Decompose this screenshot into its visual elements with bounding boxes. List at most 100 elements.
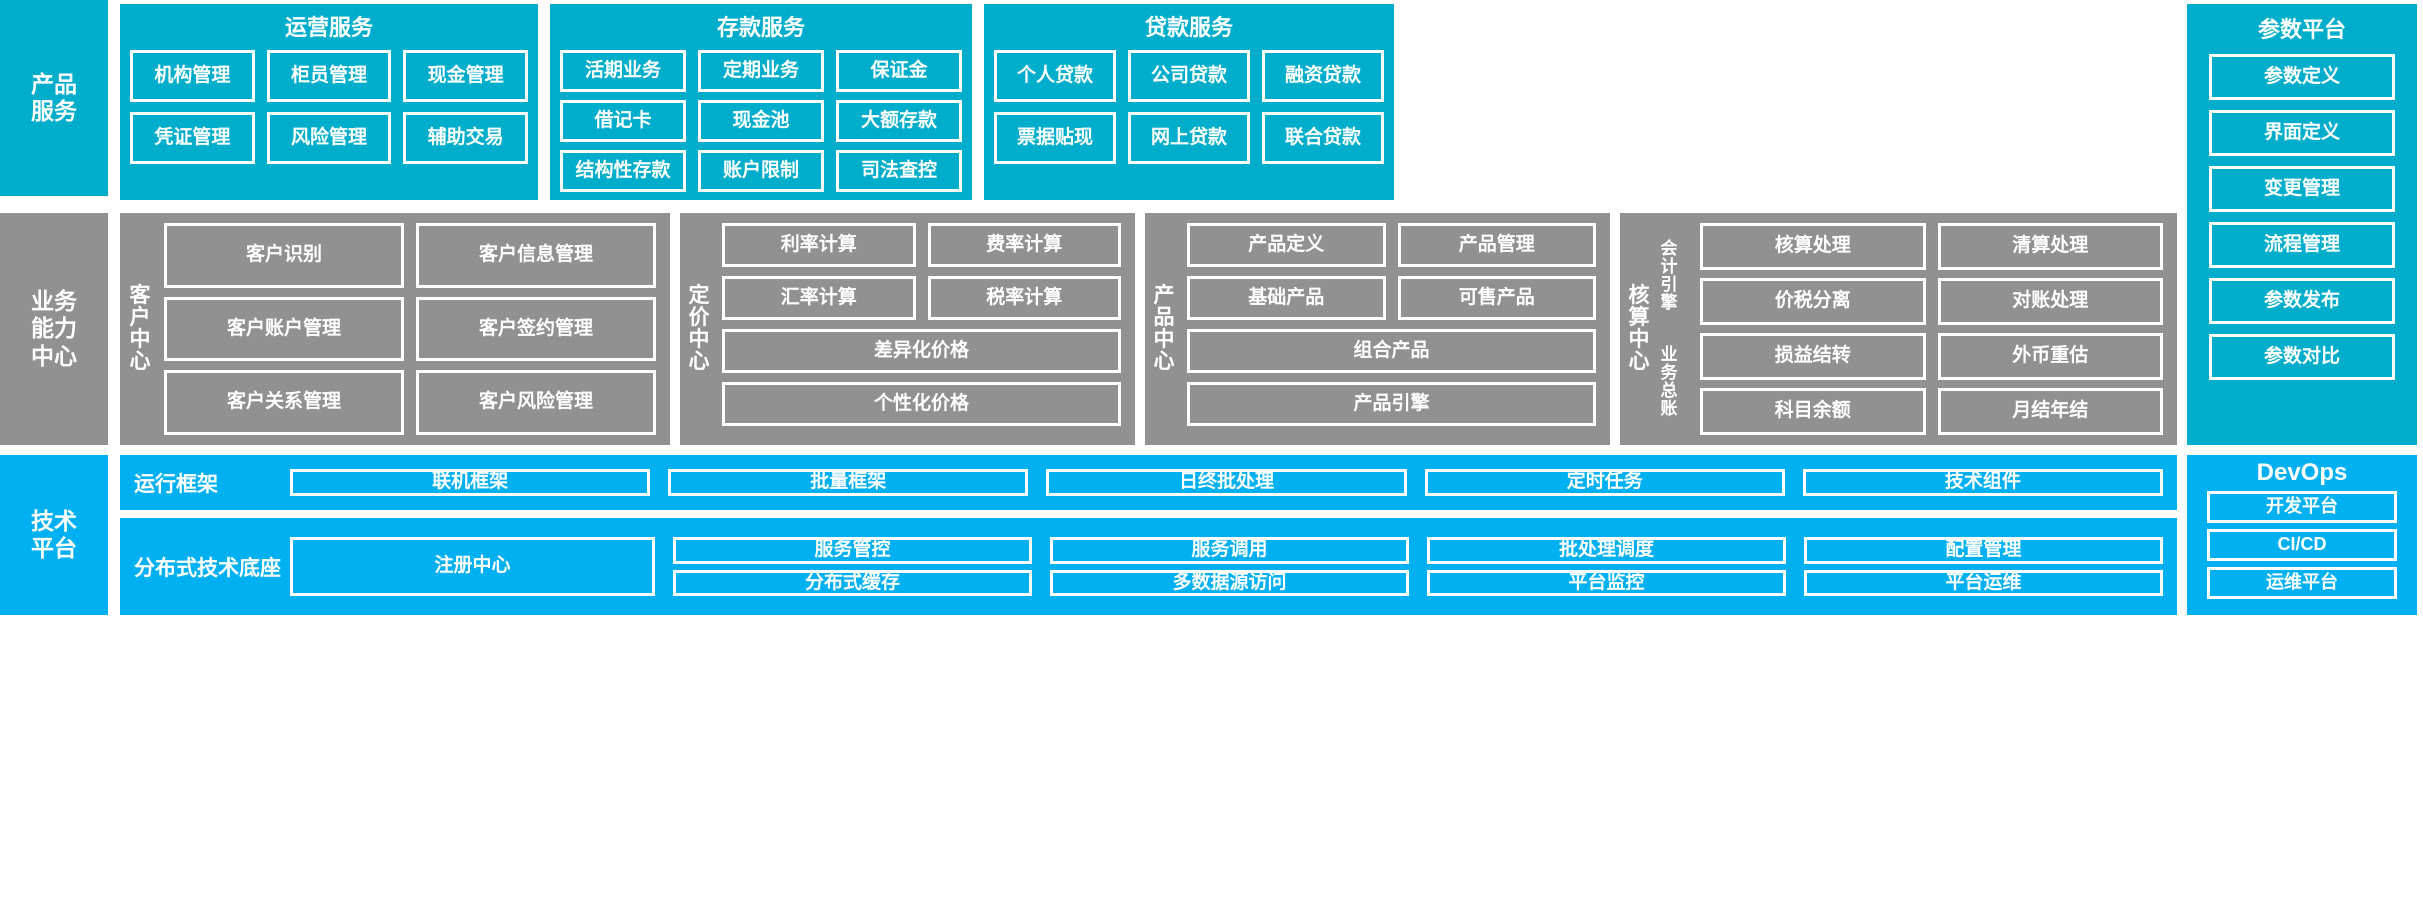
tile-month-year-end-closing[interactable]: 月结年结 [1937, 388, 2163, 435]
tile-ops-platform[interactable]: 运维平台 [2207, 567, 2397, 599]
tile-interface-definition[interactable]: 界面定义 [2209, 110, 2395, 156]
tile-corporate-loan[interactable]: 公司贷款 [1128, 50, 1250, 102]
center-product-title: 产品中心 [1153, 283, 1175, 374]
tile-batch-scheduling[interactable]: 批处理调度 [1427, 536, 1786, 564]
tile-interest-rate-calc[interactable]: 利率计算 [722, 223, 916, 267]
row-label-product-service-text: 产品 服务 [31, 70, 77, 124]
center-pricing-title: 定价中心 [688, 283, 710, 374]
tile-base-product[interactable]: 基础产品 [1187, 276, 1386, 320]
subgroup-accounting-engine-title: 会计引擎 [1660, 239, 1678, 312]
center-customer: 客户中心 客户识别 客户信息管理 客户账户管理 客户签约管理 客户关系管理 客户… [120, 213, 670, 445]
tile-settlement-processing[interactable]: 清算处理 [1937, 223, 2163, 270]
tech-row-runtime-framework: 运行框架 联机框架 批量框架 日终批处理 定时任务 技术组件 [120, 455, 2177, 510]
tile-product-engine[interactable]: 产品引擎 [1187, 382, 1596, 426]
tile-cash-management[interactable]: 现金管理 [403, 50, 528, 102]
tile-platform-operations[interactable]: 平台运维 [1804, 569, 2163, 597]
tile-customer-risk-management[interactable]: 客户风险管理 [416, 370, 656, 435]
tile-large-deposit[interactable]: 大额存款 [836, 100, 962, 142]
tile-process-management[interactable]: 流程管理 [2209, 222, 2395, 268]
panel-parameter-platform-title: 参数平台 [2257, 17, 2346, 42]
tile-parameter-release[interactable]: 参数发布 [2209, 278, 2395, 324]
tile-teller-management[interactable]: 柜员管理 [266, 50, 392, 102]
group-operation-service-title: 运营服务 [284, 15, 373, 40]
tile-product-management[interactable]: 产品管理 [1397, 223, 1596, 267]
tile-reconciliation-processing[interactable]: 对账处理 [1937, 278, 2163, 325]
tile-composite-product[interactable]: 组合产品 [1187, 329, 1596, 373]
tile-demand-deposit[interactable]: 活期业务 [560, 50, 686, 92]
tile-exchange-rate-calc[interactable]: 汇率计算 [722, 276, 916, 320]
tile-ci-cd[interactable]: CI/CD [2207, 529, 2397, 561]
tile-customer-account-management[interactable]: 客户账户管理 [164, 296, 404, 362]
tile-customer-relation-management[interactable]: 客户关系管理 [164, 370, 404, 435]
tile-syndicated-loan[interactable]: 联合贷款 [1262, 112, 1384, 164]
tile-customer-identification[interactable]: 客户识别 [164, 223, 404, 288]
tile-distributed-cache[interactable]: 分布式缓存 [673, 569, 1032, 597]
group-deposit-service: 存款服务 活期业务 定期业务 保证金 借记卡 现金池 大额存款 结构性存款 账户… [550, 4, 972, 200]
tile-price-tax-separation[interactable]: 价税分离 [1700, 278, 1926, 325]
tile-technical-component[interactable]: 技术组件 [1802, 469, 2164, 496]
tile-scheduled-task[interactable]: 定时任务 [1424, 469, 1785, 496]
tile-sellable-product[interactable]: 可售产品 [1397, 276, 1596, 320]
tile-parameter-comparison[interactable]: 参数对比 [2209, 334, 2395, 380]
tile-service-invocation[interactable]: 服务调用 [1050, 536, 1409, 564]
tile-foreign-currency-revaluation[interactable]: 外币重估 [1937, 333, 2163, 380]
tile-differentiated-price[interactable]: 差异化价格 [722, 329, 1121, 373]
group-operation-service: 运营服务 机构管理 柜员管理 现金管理 凭证管理 风险管理 辅助交易 [120, 4, 538, 200]
tile-multi-datasource-access[interactable]: 多数据源访问 [1050, 569, 1409, 597]
tile-auxiliary-transaction[interactable]: 辅助交易 [403, 112, 528, 164]
tile-online-loan[interactable]: 网上贷款 [1128, 112, 1250, 164]
tile-eod-batch-process[interactable]: 日终批处理 [1046, 469, 1407, 496]
panel-parameter-platform: 参数平台 参数定义 界面定义 变更管理 流程管理 参数发布 参数对比 [2187, 4, 2417, 445]
tile-cash-pool[interactable]: 现金池 [698, 100, 824, 142]
tech-row-distributed-base-label: 分布式技术底座 [134, 556, 281, 580]
row-label-business-capability-text: 业务 能力 中心 [31, 288, 77, 369]
center-customer-title: 客户中心 [129, 283, 151, 374]
tile-tax-rate-calc[interactable]: 税率计算 [927, 276, 1121, 320]
tile-service-governance[interactable]: 服务管控 [673, 536, 1032, 564]
tile-fee-rate-calc[interactable]: 费率计算 [927, 223, 1121, 267]
group-loan-service: 贷款服务 个人贷款 公司贷款 融资贷款 票据贴现 网上贷款 联合贷款 [984, 4, 1394, 200]
tile-bill-discount[interactable]: 票据贴现 [994, 112, 1116, 164]
tech-row-distributed-base: 分布式技术底座 注册中心 服务管控 分布式缓存 服务调用 多数据源访问 批处理调… [120, 518, 2177, 615]
tile-parameter-definition[interactable]: 参数定义 [2209, 54, 2395, 100]
center-accounting: 核算中心 会计引擎 业务总账 核算处理 清算处理 价税分离 对账处理 损益结转 … [1620, 213, 2177, 445]
tile-structured-deposit[interactable]: 结构性存款 [560, 150, 686, 192]
tile-account-restriction[interactable]: 账户限制 [698, 150, 824, 192]
tile-accounting-processing[interactable]: 核算处理 [1700, 223, 1926, 270]
tile-judicial-inquiry[interactable]: 司法查控 [836, 150, 962, 192]
tile-change-management[interactable]: 变更管理 [2209, 166, 2395, 212]
tile-configuration-management[interactable]: 配置管理 [1804, 536, 2163, 564]
tile-org-management[interactable]: 机构管理 [130, 50, 255, 102]
tile-account-balance[interactable]: 科目余额 [1700, 388, 1926, 435]
tile-product-definition[interactable]: 产品定义 [1187, 223, 1386, 267]
center-accounting-title: 核算中心 [1628, 283, 1650, 374]
tile-profit-loss-carryover[interactable]: 损益结转 [1700, 333, 1926, 380]
group-loan-service-title: 贷款服务 [1144, 15, 1233, 40]
tile-batch-framework[interactable]: 批量框架 [668, 469, 1029, 496]
row-label-tech-platform-text: 技术 平台 [31, 507, 77, 561]
tech-row-runtime-framework-label: 运行框架 [134, 472, 218, 496]
tile-development-platform[interactable]: 开发平台 [2207, 491, 2397, 523]
tile-margin-deposit[interactable]: 保证金 [836, 50, 962, 92]
group-deposit-service-title: 存款服务 [716, 15, 805, 40]
tile-platform-monitoring[interactable]: 平台监控 [1427, 569, 1786, 597]
center-product: 产品中心 产品定义 产品管理 基础产品 可售产品 组合产品 产品引擎 [1145, 213, 1610, 445]
panel-devops: DevOps 开发平台 CI/CD 运维平台 [2187, 455, 2417, 615]
tile-time-deposit[interactable]: 定期业务 [698, 50, 824, 92]
center-pricing: 定价中心 利率计算 费率计算 汇率计算 税率计算 差异化价格 个性化价格 [680, 213, 1135, 445]
tile-financing-loan[interactable]: 融资贷款 [1262, 50, 1384, 102]
tile-registry-center[interactable]: 注册中心 [290, 536, 655, 597]
tile-risk-management[interactable]: 风险管理 [266, 112, 392, 164]
panel-devops-title: DevOps [2256, 459, 2348, 486]
row-label-tech-platform: 技术 平台 [0, 455, 108, 615]
tile-debit-card[interactable]: 借记卡 [560, 100, 686, 142]
row-label-product-service: 产品 服务 [0, 0, 108, 196]
tile-customer-info-management[interactable]: 客户信息管理 [416, 223, 656, 288]
tile-personalized-price[interactable]: 个性化价格 [722, 382, 1121, 426]
row-label-business-capability: 业务 能力 中心 [0, 213, 108, 445]
tile-personal-loan[interactable]: 个人贷款 [994, 50, 1116, 102]
tile-online-framework[interactable]: 联机框架 [290, 469, 651, 496]
tile-voucher-management[interactable]: 凭证管理 [130, 112, 255, 164]
tile-customer-contract-management[interactable]: 客户签约管理 [416, 296, 656, 362]
